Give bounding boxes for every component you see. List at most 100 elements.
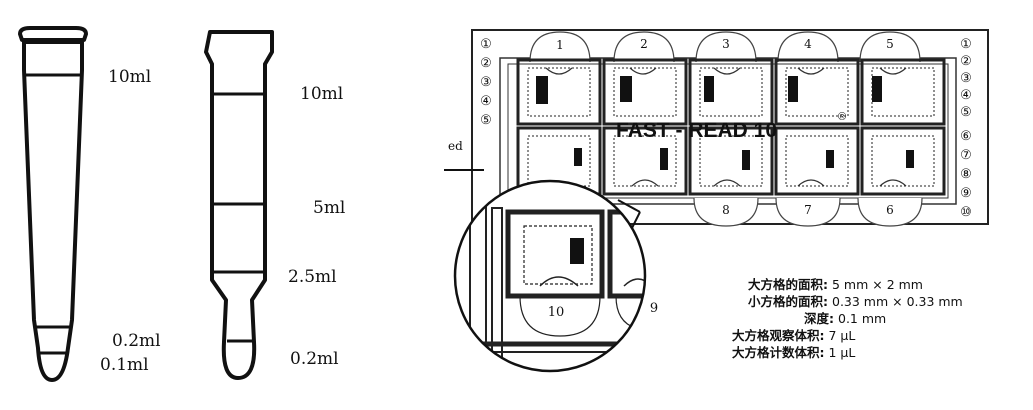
specifications: 大方格的面积: 5 mm × 2 mm 小方格的面积: 0.33 mm × 0.… (700, 276, 1020, 361)
spec-depth: 深度: 0.1 mm (700, 310, 1020, 327)
grid-marks (536, 76, 914, 170)
spec-small-square-area: 小方格的面积: 0.33 mm × 0.33 mm (700, 293, 1020, 310)
chamber-number: 6 (886, 203, 894, 217)
tube-b-label-2.5ml: 2.5ml (288, 267, 337, 287)
chamber-number: 4 (804, 37, 812, 51)
magnifier: 10 9 (453, 179, 658, 373)
right-number: ⑤ (960, 105, 972, 120)
chamber-numbers: 1 2 3 4 5 8 7 6 (556, 37, 894, 217)
notch (879, 179, 907, 187)
grid-mark (660, 148, 668, 170)
spec-large-square-area: 大方格的面积: 5 mm × 2 mm (700, 276, 1020, 293)
grid-mark (536, 76, 548, 104)
mag-chamber-10: 10 (548, 305, 565, 320)
cell-notches (545, 67, 907, 187)
spec-label: 大方格的面积: (748, 277, 828, 292)
cell-r1c2 (602, 58, 688, 126)
left-number-column: ① ② ③ ④ ⑤ (480, 37, 492, 128)
chamber-tab-6 (857, 197, 923, 227)
chamber-tab-4 (777, 31, 839, 63)
left-number: ① (480, 37, 492, 52)
chamber-number: 2 (640, 37, 648, 51)
grid-mark (620, 76, 632, 102)
mag-notch (539, 276, 579, 287)
tube-b-label-5ml: 5ml (313, 198, 345, 218)
dotted-square (785, 67, 849, 117)
spec-value: 1 μL (828, 345, 856, 360)
dotted-square (527, 67, 591, 117)
chamber-tab-3 (695, 31, 757, 63)
spec-value: 7 μL (828, 328, 856, 343)
left-number: ② (480, 56, 492, 71)
tube-b-label-0.2ml: 0.2ml (290, 349, 339, 369)
mag-chamber-9: 9 (650, 301, 658, 316)
right-number: ⑦ (960, 148, 972, 163)
dotted-square (613, 67, 677, 117)
spec-value: 0.1 mm (838, 311, 887, 326)
tube-a-rim (18, 26, 88, 42)
magnifier-connector (631, 211, 641, 229)
notch (797, 179, 825, 187)
chamber-number: 7 (804, 203, 812, 217)
right-number: ⑧ (960, 167, 972, 182)
grid-mark (872, 76, 882, 102)
tube-a-label-10ml: 10ml (108, 67, 151, 87)
brand-text: FAST - READ 10 (616, 119, 777, 142)
left-number: ⑤ (480, 113, 492, 128)
left-number: ④ (480, 94, 492, 109)
mag-tab-10 (519, 295, 601, 337)
cell-r1c5 (860, 58, 946, 126)
grid-mark (704, 76, 714, 102)
notch (713, 67, 741, 75)
grid-mark (826, 150, 834, 168)
spec-label: 大方格计数体积: (732, 345, 825, 360)
conical-tube (18, 26, 88, 382)
chamber-number: 8 (722, 203, 730, 217)
notch (545, 67, 573, 75)
mag-dotted (523, 225, 593, 285)
notch (879, 67, 907, 75)
cell-r2c2 (602, 126, 688, 196)
right-number: ① (960, 37, 972, 52)
grid-mark (906, 150, 914, 168)
tube-a-body (22, 40, 84, 382)
magnifier-rim (453, 179, 647, 373)
chamber-number: 5 (886, 37, 894, 51)
right-number: ④ (960, 88, 972, 103)
spec-counting-volume: 大方格计数体积: 1 μL (700, 344, 1020, 361)
magnifier-connector (617, 199, 641, 213)
pointer-label: ed (448, 139, 463, 153)
mag-notch (623, 278, 645, 287)
grid-mark (574, 148, 582, 166)
right-number: ② (960, 54, 972, 69)
chamber-tab-7 (775, 197, 841, 227)
left-number: ③ (480, 75, 492, 90)
tube-a-label-0.1ml: 0.1ml (100, 355, 149, 375)
bottom-chamber-tabs (693, 197, 923, 227)
spec-label: 大方格观察体积: (732, 328, 825, 343)
chamber-tab-1 (529, 31, 591, 63)
grid-mark (742, 150, 750, 170)
right-number-column: ① ② ③ ④ ⑤ ⑥ ⑦ ⑧ ⑨ ⑩ (960, 37, 972, 220)
spec-value: 0.33 mm × 0.33 mm (832, 294, 963, 309)
tube-b-label-10ml: 10ml (300, 84, 343, 104)
mag-grid-mark (570, 238, 584, 264)
cell-r2c5 (860, 126, 946, 196)
right-number: ⑥ (960, 129, 972, 144)
notch (797, 67, 825, 75)
cell-r2c3 (688, 126, 774, 196)
spec-label: 小方格的面积: (748, 294, 828, 309)
tube-a-label-0.2ml: 0.2ml (112, 331, 161, 351)
spec-label: 深度: (804, 311, 834, 326)
notch (629, 67, 657, 75)
cell-r1c1 (516, 58, 602, 126)
dotted-square (699, 67, 763, 117)
right-number: ③ (960, 71, 972, 86)
chamber-tab-8 (693, 197, 759, 227)
spec-value: 5 mm × 2 mm (832, 277, 923, 292)
cell-r2c4 (774, 126, 860, 196)
notch (713, 179, 741, 187)
grid-mark (788, 76, 798, 102)
notch (631, 179, 659, 187)
